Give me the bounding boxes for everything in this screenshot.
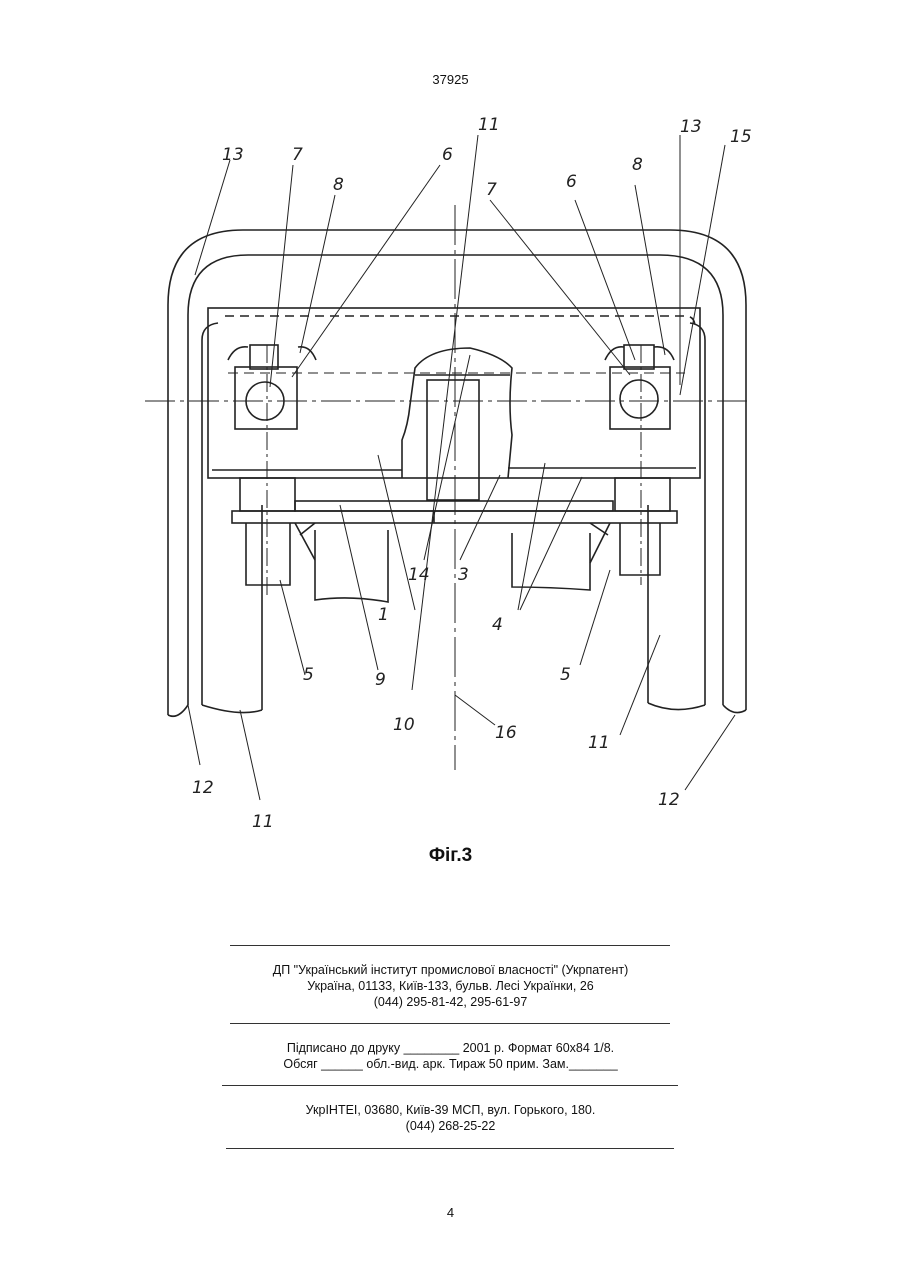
- spring-left: [228, 347, 316, 360]
- label-11-right: 11: [588, 733, 610, 753]
- label-14: 14: [408, 565, 430, 585]
- post-right: [620, 523, 660, 575]
- label-8-left: 8: [333, 175, 344, 195]
- column-right-break: [648, 703, 705, 710]
- column-left-break: [202, 705, 262, 713]
- page-header-number: 37925: [0, 72, 901, 87]
- imprint-org-line2: Україна, 01133, Київ-133, бульв. Лесі Ук…: [0, 978, 901, 994]
- label-10: 10: [393, 715, 415, 735]
- label-16: 16: [495, 723, 517, 743]
- imprint-print-line1: Підписано до друку ________ 2001 р. Форм…: [0, 1040, 901, 1056]
- label-6-left: 6: [442, 145, 453, 165]
- hidden-edge: [225, 316, 695, 327]
- technical-drawing: 13 7 8 6 11 7 6 8 13 15 14 3 1 4 5 9 5 1…: [140, 105, 770, 840]
- figure-caption: Фіг.3: [0, 845, 901, 867]
- rail-end-right: [723, 705, 746, 713]
- block-right: [610, 367, 670, 429]
- post-left: [246, 523, 290, 585]
- plate: [295, 501, 613, 511]
- label-8-right: 8: [632, 155, 643, 175]
- label-13-left: 13: [222, 145, 244, 165]
- imprint-print-line2: Обсяг ______ обл.-вид. арк. Тираж 50 при…: [0, 1056, 901, 1072]
- imprint-org-line3: (044) 295-81-42, 295-61-97: [0, 994, 901, 1010]
- label-1: 1: [378, 605, 389, 625]
- label-5-left: 5: [303, 665, 314, 685]
- imprint-org-line1: ДП "Український інститут промислової вла…: [0, 962, 901, 978]
- bracket-left: [295, 523, 315, 560]
- label-7-right: 7: [486, 180, 497, 200]
- rail-end-left: [168, 705, 188, 716]
- divider: [226, 1148, 674, 1149]
- imprint-press-line1: УкрІНТЕІ, 03680, Київ-39 МСП, вул. Горьк…: [0, 1102, 901, 1118]
- label-4: 4: [492, 615, 503, 635]
- imprint-press-line2: (044) 268-25-22: [0, 1118, 901, 1134]
- bracket-right: [590, 523, 610, 563]
- block-right-top: [624, 345, 654, 369]
- page-number: 4: [0, 1205, 901, 1220]
- label-15: 15: [730, 127, 752, 147]
- divider: [230, 945, 670, 946]
- central-rod: [427, 380, 479, 500]
- label-3: 3: [458, 565, 469, 585]
- label-11-top: 11: [478, 115, 500, 135]
- label-11-bottom: 11: [252, 812, 274, 832]
- column-right: [690, 323, 705, 705]
- shoe-left: [315, 530, 388, 602]
- outer-rail: [168, 230, 746, 715]
- roller-right: [620, 380, 658, 418]
- label-12-left: 12: [192, 778, 214, 798]
- label-6-right: 6: [566, 172, 577, 192]
- label-5-right: 5: [560, 665, 571, 685]
- label-12-right: 12: [658, 790, 680, 810]
- column-left: [202, 323, 218, 705]
- post-right-top: [615, 478, 670, 511]
- label-13-right: 13: [680, 117, 702, 137]
- divider: [230, 1023, 670, 1024]
- label-7-left: 7: [292, 145, 303, 165]
- divider: [222, 1085, 678, 1086]
- label-9: 9: [375, 670, 386, 690]
